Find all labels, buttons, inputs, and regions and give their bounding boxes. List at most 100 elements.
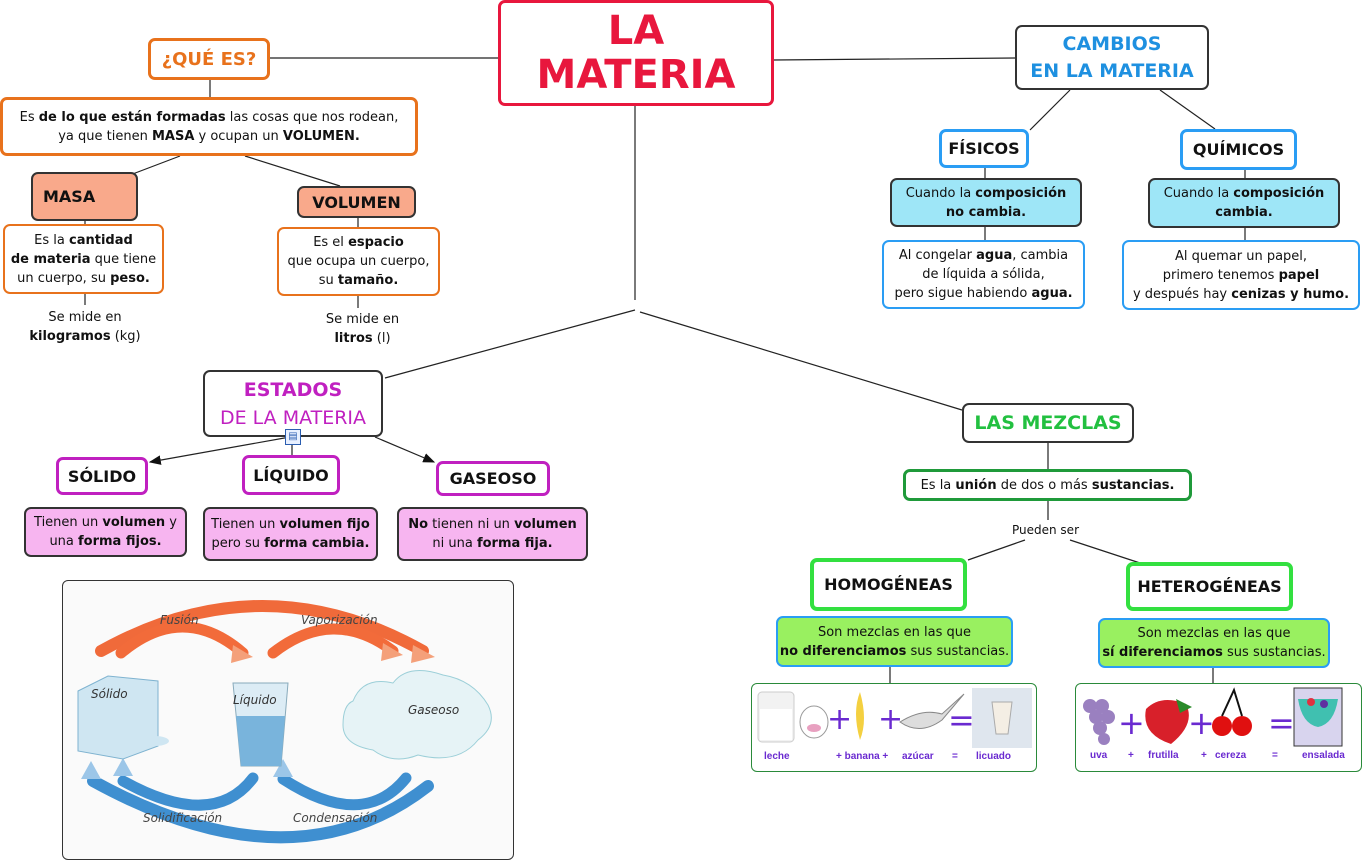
title-box: LA MATERIA [498,0,774,106]
que-es-label: ¿QUÉ ES? [161,48,257,70]
bold-text: agua [976,248,1013,263]
text: Se mide en [325,312,400,327]
bold-text: VOLUMEN. [282,128,360,144]
vaporizacion-label: Vaporización [301,613,378,627]
svg-text:+: + [878,702,903,737]
bold-text: papel [1278,267,1320,283]
text: sus sustancias. [906,643,1010,659]
ex-uva: uva [1090,750,1108,761]
bold-text: unión [955,477,997,493]
bold-text: espacio [348,235,404,250]
text-line: ni una forma fija. [432,534,552,553]
heterogeneas-node: HETEROGÉNEAS [1126,562,1293,611]
text: pero sigue habiendo [894,286,1032,301]
text-line: Es la cantidad [34,231,133,250]
bold-text: composición [1233,186,1325,201]
quimicos-label: QUÍMICOS [1192,140,1285,159]
homogeneas-label: HOMOGÉNEAS [824,575,953,594]
mezclas-desc: Es la unión de dos o más sustancias. [903,469,1192,501]
ex-leche: leche [764,751,790,762]
mezclas-label: LAS MEZCLAS [974,411,1122,434]
text: Es la [34,232,70,248]
solidificacion-label: Solidificación [143,811,223,825]
text-line: una forma fijos. [49,532,161,551]
text-line: Se mide en [326,310,399,329]
estados-label2: DE LA MATERIA [219,406,367,429]
text: que tiene [90,251,157,267]
text: ya que tienen [58,128,152,144]
text-line: Al quemar un papel, [1175,247,1307,266]
text: de líquida a sólida, [922,267,1045,282]
bold-text: forma cambia. [264,536,370,551]
volumen-unit: Se mide en litros (l) [300,309,425,349]
cambios-label1: CAMBIOS [1062,32,1162,55]
attachment-icon[interactable]: ▤ [285,429,301,445]
bold-text: tamaño. [337,273,399,288]
estados-label1: ESTADOS [243,378,343,401]
text: tienen ni un [428,517,515,532]
text: ni una [432,536,477,551]
bold-text: agua. [1031,286,1073,301]
ex-banana: + banana + [836,751,889,762]
gaseoso-node: GASEOSO [436,461,550,496]
homogeneas-example: + + = leche + banana + azúcar = licuado [751,683,1037,772]
text-line: Es de lo que están formadas las cosas qu… [20,108,399,127]
estados-node: ESTADOS DE LA MATERIA [203,370,383,437]
liquido-label: LÍQUIDO [253,465,329,485]
title-line2: MATERIA [536,52,736,98]
text: Son mezclas en las que [1137,626,1291,641]
ex-licuado: licuado [976,751,1012,762]
text: Cuando la [905,185,976,201]
text-line: no diferenciamos sus sustancias. [780,642,1009,661]
bold-text: No [408,517,429,532]
text-line: Tienen un volumen fijo [211,515,370,534]
title-line1: LA [607,8,665,54]
bold-text: de materia [10,251,91,267]
bold-text: volumen [514,517,577,532]
svg-text:=: = [948,701,975,739]
ex-plus1: + [1128,750,1134,761]
text: Tienen un [211,517,280,532]
heterogeneas-label: HETEROGÉNEAS [1137,577,1282,596]
fisicos-node: FÍSICOS [939,129,1029,168]
text-line: Son mezclas en las que [1137,624,1290,643]
text-line: un cuerpo, su peso. [17,269,150,288]
volumen-label: VOLUMEN [312,192,401,212]
gaseoso-img-label: Gaseoso [408,703,460,717]
text-line: Cuando la composición [906,184,1067,203]
bold-text: MASA [151,128,195,144]
text-line: kilogramos (kg) [29,327,140,346]
text: una [49,534,79,549]
text: y [165,515,177,530]
text-line: no cambia. [946,203,1026,222]
text: Al quemar un papel, [1174,248,1308,264]
text: primero tenemos [1162,267,1279,283]
ex-plus2: + [1201,750,1207,761]
heterogeneas-example: + + = uva + frutilla + cereza = ensalada [1075,683,1362,772]
bold-text: cantidad [69,232,133,248]
text: las cosas que nos rodean, [225,109,399,125]
text-line: que ocupa un cuerpo, [288,252,430,271]
quimicos-example: Al quemar un papel, primero tenemos papel… [1122,240,1360,310]
bold-text: sí diferenciamos [1102,645,1223,660]
ex-equals2: = [1272,750,1278,761]
text: Es el [313,235,349,250]
definition-box: Es de lo que están formadas las cosas qu… [0,97,418,156]
text-line: Es el espacio [313,233,404,252]
bold-text: litros [334,331,373,346]
states-illustration: Fusión Vaporización Sólido Líquido Gaseo… [62,580,514,860]
text-line: litros (l) [334,329,390,348]
svg-text:+: + [1118,704,1145,742]
text: Al congelar [898,248,977,263]
text: su [318,273,338,288]
bold-text: volumen fijo [279,517,370,532]
text: y después hay [1132,286,1232,302]
mezclas-node: LAS MEZCLAS [962,403,1134,443]
text-line: pero su forma cambia. [212,534,370,553]
gaseoso-desc: No tienen ni un volumen ni una forma fija… [397,507,588,561]
